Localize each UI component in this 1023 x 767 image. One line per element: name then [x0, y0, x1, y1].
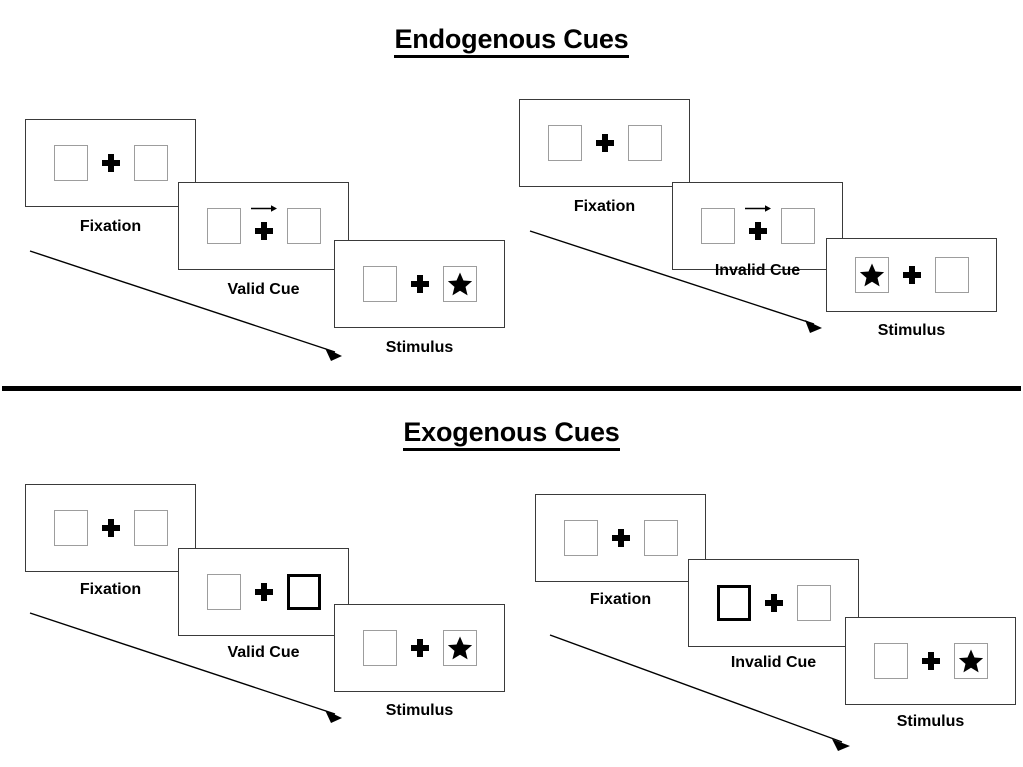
box-left	[206, 208, 241, 244]
panel-endogenous-invalid-fixation	[519, 99, 690, 187]
caption-endogenous-valid-stimulus: Stimulus	[385, 339, 454, 356]
star-icon	[859, 263, 884, 287]
center-fixation	[889, 252, 935, 298]
star-icon	[958, 649, 983, 673]
plus-icon	[764, 594, 783, 612]
box-left	[563, 520, 598, 556]
plus-icon	[902, 266, 921, 284]
caption-endogenous-valid-fixation: Fixation	[79, 218, 142, 235]
box-right-target	[442, 630, 477, 666]
caption-exogenous-valid-fixation: Fixation	[79, 581, 142, 598]
caption-endogenous-invalid-stimulus: Stimulus	[877, 322, 946, 339]
panel-endogenous-valid-cue	[178, 182, 349, 270]
plus-icon	[101, 154, 120, 172]
caption-exogenous-valid-cue: Valid Cue	[227, 644, 300, 661]
box-left	[362, 630, 397, 666]
panel-exogenous-valid-cue	[178, 548, 349, 636]
box-left	[873, 643, 908, 679]
plus-icon	[254, 221, 273, 240]
center-fixation	[241, 569, 287, 615]
center-cue	[735, 203, 781, 249]
box-left	[53, 510, 88, 546]
box-left-target	[854, 257, 889, 293]
plus-icon	[410, 275, 429, 293]
center-fixation	[598, 515, 644, 561]
box-right-target	[442, 266, 477, 302]
caption-endogenous-invalid-cue: Invalid Cue	[714, 262, 801, 279]
caption-endogenous-invalid-fixation: Fixation	[573, 198, 636, 215]
box-right	[780, 208, 815, 244]
box-right	[796, 585, 831, 621]
star-icon	[447, 272, 472, 296]
box-right	[934, 257, 969, 293]
center-cue	[241, 203, 287, 249]
caption-exogenous-valid-stimulus: Stimulus	[385, 702, 454, 719]
panel-exogenous-valid-fixation	[25, 484, 196, 572]
center-fixation	[751, 580, 797, 626]
panel-endogenous-invalid-cue	[672, 182, 843, 270]
panel-exogenous-invalid-stimulus	[845, 617, 1016, 705]
box-right-cued	[286, 574, 321, 610]
panel-exogenous-valid-stimulus	[334, 604, 505, 692]
box-left	[547, 125, 582, 161]
panel-endogenous-valid-fixation	[25, 119, 196, 207]
section-title-endogenous-text: Endogenous Cues	[394, 24, 629, 58]
caption-endogenous-valid-cue: Valid Cue	[227, 281, 300, 298]
panel-exogenous-invalid-cue	[688, 559, 859, 647]
section-title-exogenous: Exogenous Cues	[0, 417, 1023, 451]
box-right	[133, 145, 168, 181]
caption-exogenous-invalid-stimulus: Stimulus	[896, 713, 965, 730]
box-left-cued	[716, 585, 751, 621]
arrow-right-icon	[744, 204, 771, 213]
plus-icon	[410, 639, 429, 657]
box-left	[362, 266, 397, 302]
box-right	[286, 208, 321, 244]
box-right	[627, 125, 662, 161]
section-title-exogenous-text: Exogenous Cues	[403, 417, 620, 451]
arrow-right-icon	[250, 204, 277, 213]
center-fixation	[397, 261, 443, 307]
plus-icon	[748, 221, 767, 240]
plus-icon	[921, 652, 940, 670]
section-title-endogenous: Endogenous Cues	[0, 24, 1023, 58]
panel-endogenous-invalid-stimulus	[826, 238, 997, 312]
box-right	[643, 520, 678, 556]
center-fixation	[88, 505, 134, 551]
plus-icon	[611, 529, 630, 547]
box-left	[700, 208, 735, 244]
plus-icon	[595, 134, 614, 152]
section-divider	[2, 386, 1021, 391]
panel-exogenous-invalid-fixation	[535, 494, 706, 582]
box-right	[133, 510, 168, 546]
box-right-target	[953, 643, 988, 679]
sequence-arrow-exogenous-invalid	[548, 632, 858, 752]
caption-exogenous-invalid-cue: Invalid Cue	[730, 654, 817, 671]
star-icon	[447, 636, 472, 660]
plus-icon	[101, 519, 120, 537]
center-fixation	[397, 625, 443, 671]
box-left	[206, 574, 241, 610]
center-fixation	[908, 638, 954, 684]
center-fixation	[582, 120, 628, 166]
caption-exogenous-invalid-fixation: Fixation	[589, 591, 652, 608]
box-left	[53, 145, 88, 181]
panel-endogenous-valid-stimulus	[334, 240, 505, 328]
plus-icon	[254, 583, 273, 601]
center-fixation	[88, 140, 134, 186]
